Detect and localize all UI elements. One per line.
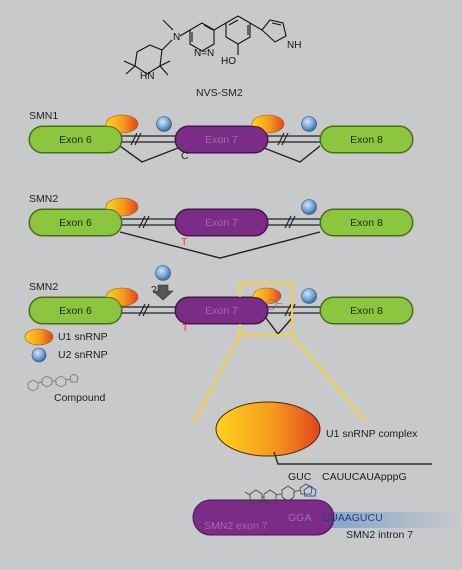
zoom-panel: [192, 401, 460, 536]
row3-u2-snrnp-icon: [301, 288, 317, 304]
zoom-compound-icon: [242, 483, 313, 506]
row1-exon8-label: Exon 8: [320, 126, 413, 153]
u1-snrnp-icon: [24, 328, 54, 346]
row1-exon6-label: Exon 6: [29, 126, 122, 153]
u1-snrna-strand: [273, 451, 432, 465]
zoom-line-left: [193, 334, 241, 423]
pyrazole-nh-label: NH: [287, 40, 301, 51]
row1-gene-label: SMN1: [29, 110, 59, 122]
row1-splice-line-left: [119, 145, 179, 163]
row3-exon6-label: Exon 6: [29, 297, 122, 324]
legend-compound-label: Compound: [54, 392, 106, 404]
row3-exon7-label: Exon 7: [175, 297, 268, 324]
u1-seq-rest: CAUUCAUApppG: [322, 471, 407, 483]
intron7-seq: GUAAGUCU: [322, 512, 383, 524]
row1-u2-snrnp-exon8-icon: [301, 116, 317, 132]
row2-backbone: [120, 215, 320, 229]
legend-u1-label: U1 snRNP: [58, 331, 108, 343]
smn2-exon7-zoom: [192, 499, 335, 536]
row1-backbone: [120, 132, 320, 146]
smn2-exon7-label: SMN2 exon 7: [204, 520, 268, 532]
hydroxyl-label: HO: [221, 56, 236, 67]
compound-name: NVS-SM2: [196, 87, 243, 99]
u1-snrnp-complex-icon: [215, 401, 321, 457]
amine-n-label: N: [173, 32, 180, 43]
u1-complex-label: U1 snRNP complex: [326, 428, 418, 440]
zoom-line-right: [291, 334, 367, 423]
chemical-structure: [123, 15, 287, 76]
row3-u2-snrnp-recruit-icon: [155, 265, 171, 281]
zoom-compound-pyrazole-icon: [303, 485, 317, 497]
row3-gene-label: SMN2: [29, 281, 59, 293]
recruit-question-mark: ?: [151, 285, 157, 296]
row2-nucleotide-t: T: [181, 236, 188, 248]
compound-icon: [27, 373, 79, 392]
row1-nucleotide-c: C: [181, 150, 189, 162]
u1-seq-guc: GUC: [288, 471, 312, 483]
pyridazine-n-label: N=N: [194, 48, 214, 59]
exon7-end-seq: GGA: [288, 512, 312, 524]
row3-splice-line: [265, 317, 293, 336]
row2-skip-splice-line: [119, 231, 321, 259]
row2-gene-label: SMN2: [29, 193, 59, 205]
row1-exon7-label: Exon 7: [175, 126, 268, 153]
piperidine-nh-label: HN: [140, 71, 154, 82]
row3-nucleotide-t: T: [182, 322, 189, 334]
structure-atom-labels: N N=N HO HN NH: [140, 32, 301, 82]
u2-snrnp-icon: [31, 347, 47, 363]
intron7-label: SMN2 intron 7: [346, 529, 414, 541]
row2-exon7-label: Exon 7: [175, 209, 268, 236]
row1-u2-snrnp-icon: [156, 116, 172, 132]
row2-u2-snrnp-icon: [301, 199, 317, 215]
row2-exon8-label: Exon 8: [320, 209, 413, 236]
legend-u2-label: U2 snRNP: [58, 349, 108, 361]
row2-exon6-label: Exon 6: [29, 209, 122, 236]
row3-exon8-label: Exon 8: [320, 297, 413, 324]
row1-splice-line-right: [263, 145, 321, 163]
legend: [24, 328, 79, 392]
recruit-arrow-icon: [152, 284, 174, 301]
